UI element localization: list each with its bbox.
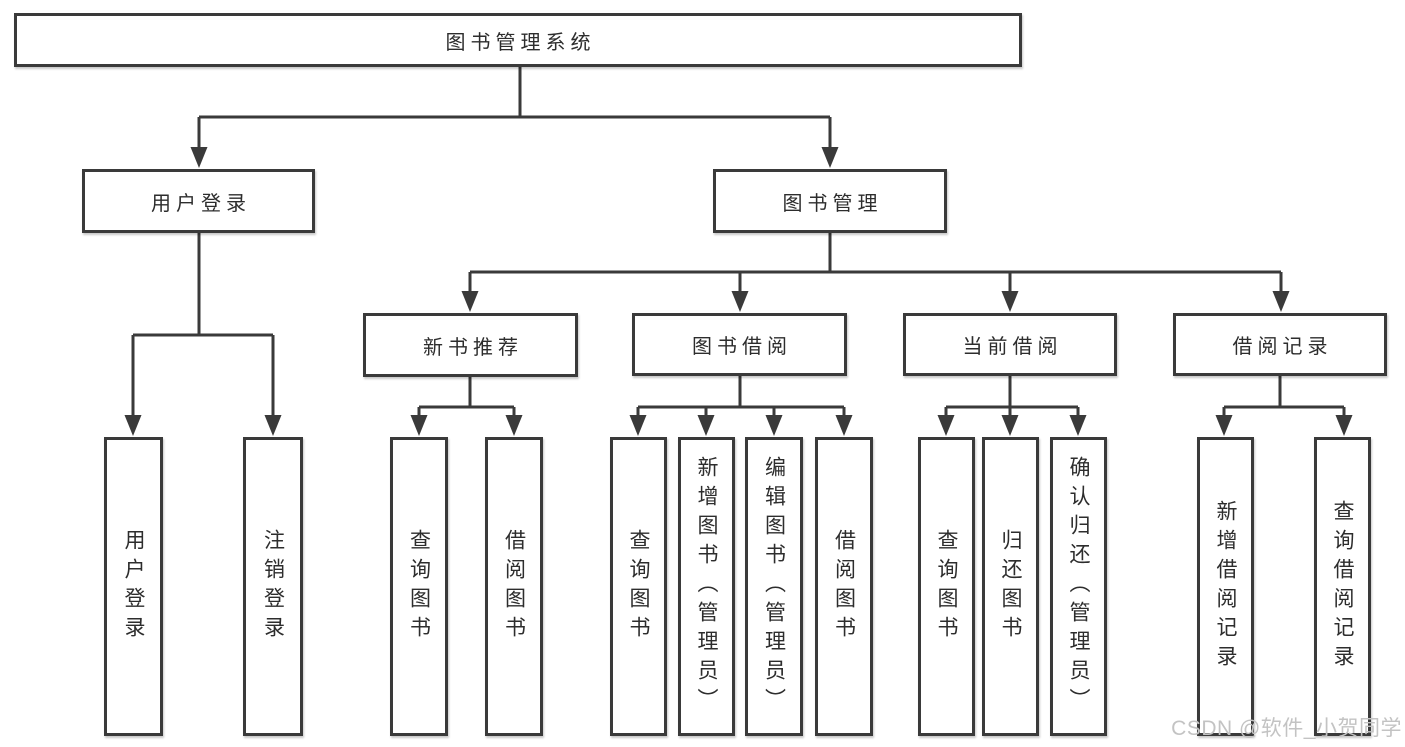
leaf-recommend-borrow-book: 借阅图书: [485, 437, 543, 736]
leaf-return-book-label: 归还图书: [999, 528, 1022, 645]
csdn-watermark: CSDN @软件_小贺同学: [1171, 717, 1402, 740]
arrowhead-icon: [1335, 415, 1353, 436]
arrowhead-icon: [505, 415, 523, 436]
leaf-borrow-query-book-label: 查询图书: [627, 528, 650, 645]
leaf-add-borrow-record-label: 新增借阅记录: [1214, 499, 1237, 674]
arrowhead-icon: [264, 415, 282, 436]
node-borrow-record-label: 借阅记录: [1232, 336, 1333, 358]
arrowhead-icon: [697, 415, 715, 436]
arrowhead-icon: [1001, 291, 1019, 312]
arrowhead-icon: [1215, 415, 1233, 436]
node-new-book-recommend: 新书推荐: [363, 313, 578, 377]
leaf-logout-label: 注销登录: [261, 528, 285, 645]
node-book-borrow-label: 图书借阅: [692, 336, 792, 358]
arrowhead-icon: [1272, 291, 1290, 312]
leaf-edit-book-admin-label: 编辑图书（管理员）: [762, 456, 786, 717]
node-borrow-record: 借阅记录: [1173, 313, 1387, 376]
node-book-management-label: 图书管理: [782, 192, 883, 215]
leaf-add-book-admin: 新增图书（管理员）: [678, 437, 735, 736]
arrowhead-icon: [124, 415, 142, 436]
leaf-edit-book-admin: 编辑图书（管理员）: [745, 437, 803, 736]
leaf-confirm-return-admin: 确认归还（管理员）: [1050, 437, 1107, 736]
arrowhead-icon: [765, 415, 783, 436]
node-book-management: 图书管理: [713, 169, 947, 233]
leaf-borrow-book: 借阅图书: [815, 437, 873, 736]
leaf-recommend-borrow-book-label: 借阅图书: [502, 528, 526, 645]
arrowhead-icon: [835, 415, 853, 436]
node-root: 图书管理系统: [14, 13, 1022, 67]
node-book-borrow: 图书借阅: [632, 313, 847, 376]
leaf-user-login: 用户登录: [104, 437, 163, 736]
leaf-add-book-admin-label: 新增图书（管理员）: [695, 456, 718, 717]
arrowhead-icon: [410, 415, 428, 436]
node-current-borrow: 当前借阅: [903, 313, 1117, 376]
arrowhead-icon: [190, 147, 208, 168]
leaf-query-borrow-record: 查询借阅记录: [1314, 437, 1371, 736]
arrowhead-icon: [1001, 415, 1019, 436]
arrowhead-icon: [629, 415, 647, 436]
arrowhead-icon: [1069, 415, 1087, 436]
node-user-login: 用户登录: [82, 169, 315, 233]
arrowhead-icon: [821, 147, 839, 168]
leaf-return-book: 归还图书: [982, 437, 1039, 736]
leaf-current-query-book: 查询图书: [918, 437, 975, 736]
leaf-recommend-query-book-label: 查询图书: [407, 528, 431, 645]
leaf-add-borrow-record: 新增借阅记录: [1197, 437, 1254, 736]
leaf-confirm-return-admin-label: 确认归还（管理员）: [1067, 456, 1090, 717]
leaf-borrow-book-label: 借阅图书: [832, 528, 856, 645]
node-root-label: 图书管理系统: [445, 31, 596, 54]
leaf-current-query-book-label: 查询图书: [935, 528, 958, 645]
arrowhead-icon: [937, 415, 955, 436]
leaf-borrow-query-book: 查询图书: [610, 437, 667, 736]
leaf-recommend-query-book: 查询图书: [390, 437, 448, 736]
arrowhead-icon: [731, 291, 749, 312]
node-new-book-recommend-label: 新书推荐: [423, 336, 523, 359]
leaf-user-login-label: 用户登录: [122, 528, 145, 645]
node-current-borrow-label: 当前借阅: [962, 336, 1063, 358]
arrowhead-icon: [461, 291, 479, 312]
leaf-query-borrow-record-label: 查询借阅记录: [1331, 499, 1354, 674]
leaf-logout: 注销登录: [243, 437, 303, 736]
node-user-login-label: 用户登录: [151, 192, 251, 215]
